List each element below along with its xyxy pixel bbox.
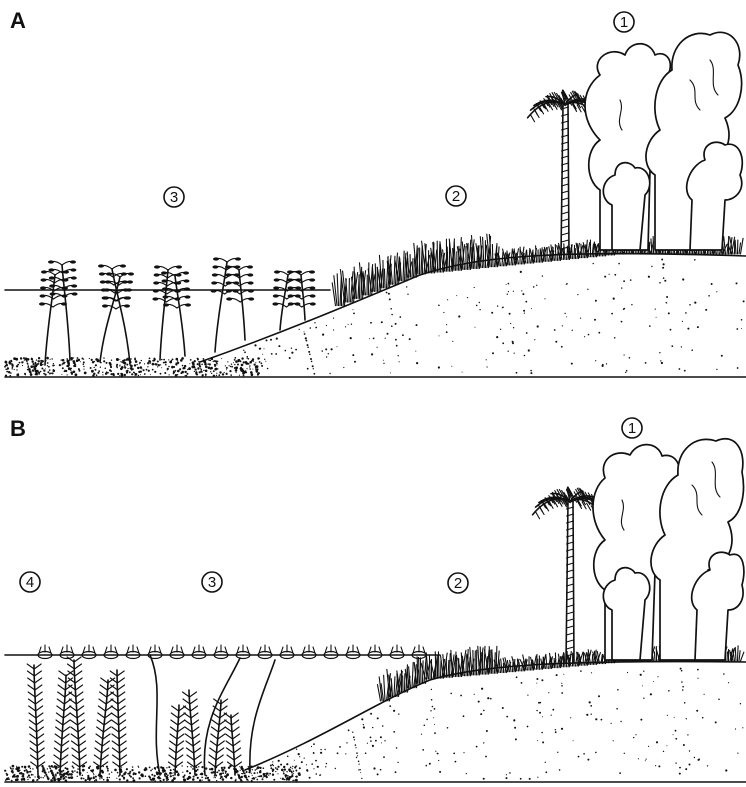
svg-text:3: 3 (170, 189, 178, 206)
svg-text:4: 4 (26, 574, 34, 591)
zone-marker-b-4: 4 (20, 572, 40, 592)
svg-text:3: 3 (208, 574, 216, 591)
svg-text:1: 1 (620, 14, 628, 31)
zone-marker-b-2: 2 (448, 573, 468, 593)
forest-a (585, 32, 742, 250)
bank-stipple-a (210, 259, 745, 375)
zone-marker-a-1: 1 (614, 12, 634, 32)
zone-marker-b-1: 1 (622, 418, 642, 438)
panel-letter-a: A (10, 8, 26, 33)
panel-letter-b: B (10, 416, 26, 441)
panel-a: A 1 2 (4, 8, 746, 377)
svg-text:2: 2 (454, 575, 462, 592)
svg-text:2: 2 (452, 188, 460, 205)
panel-b: B 1 2 3 (4, 416, 746, 782)
svg-text:1: 1 (628, 420, 636, 437)
forest-b (593, 439, 744, 660)
sediment-a (4, 357, 260, 377)
zone-marker-b-3: 3 (202, 572, 222, 592)
zone-marker-a-3: 3 (164, 187, 184, 207)
submerged-plants-b (27, 655, 275, 775)
bank-stipple-b (256, 668, 744, 780)
zone-marker-a-2: 2 (446, 186, 466, 206)
sediment-b (4, 765, 301, 782)
bank-slope-b (245, 662, 746, 770)
floating-plants-b (38, 645, 426, 659)
aquatic-plants-a (39, 257, 316, 365)
